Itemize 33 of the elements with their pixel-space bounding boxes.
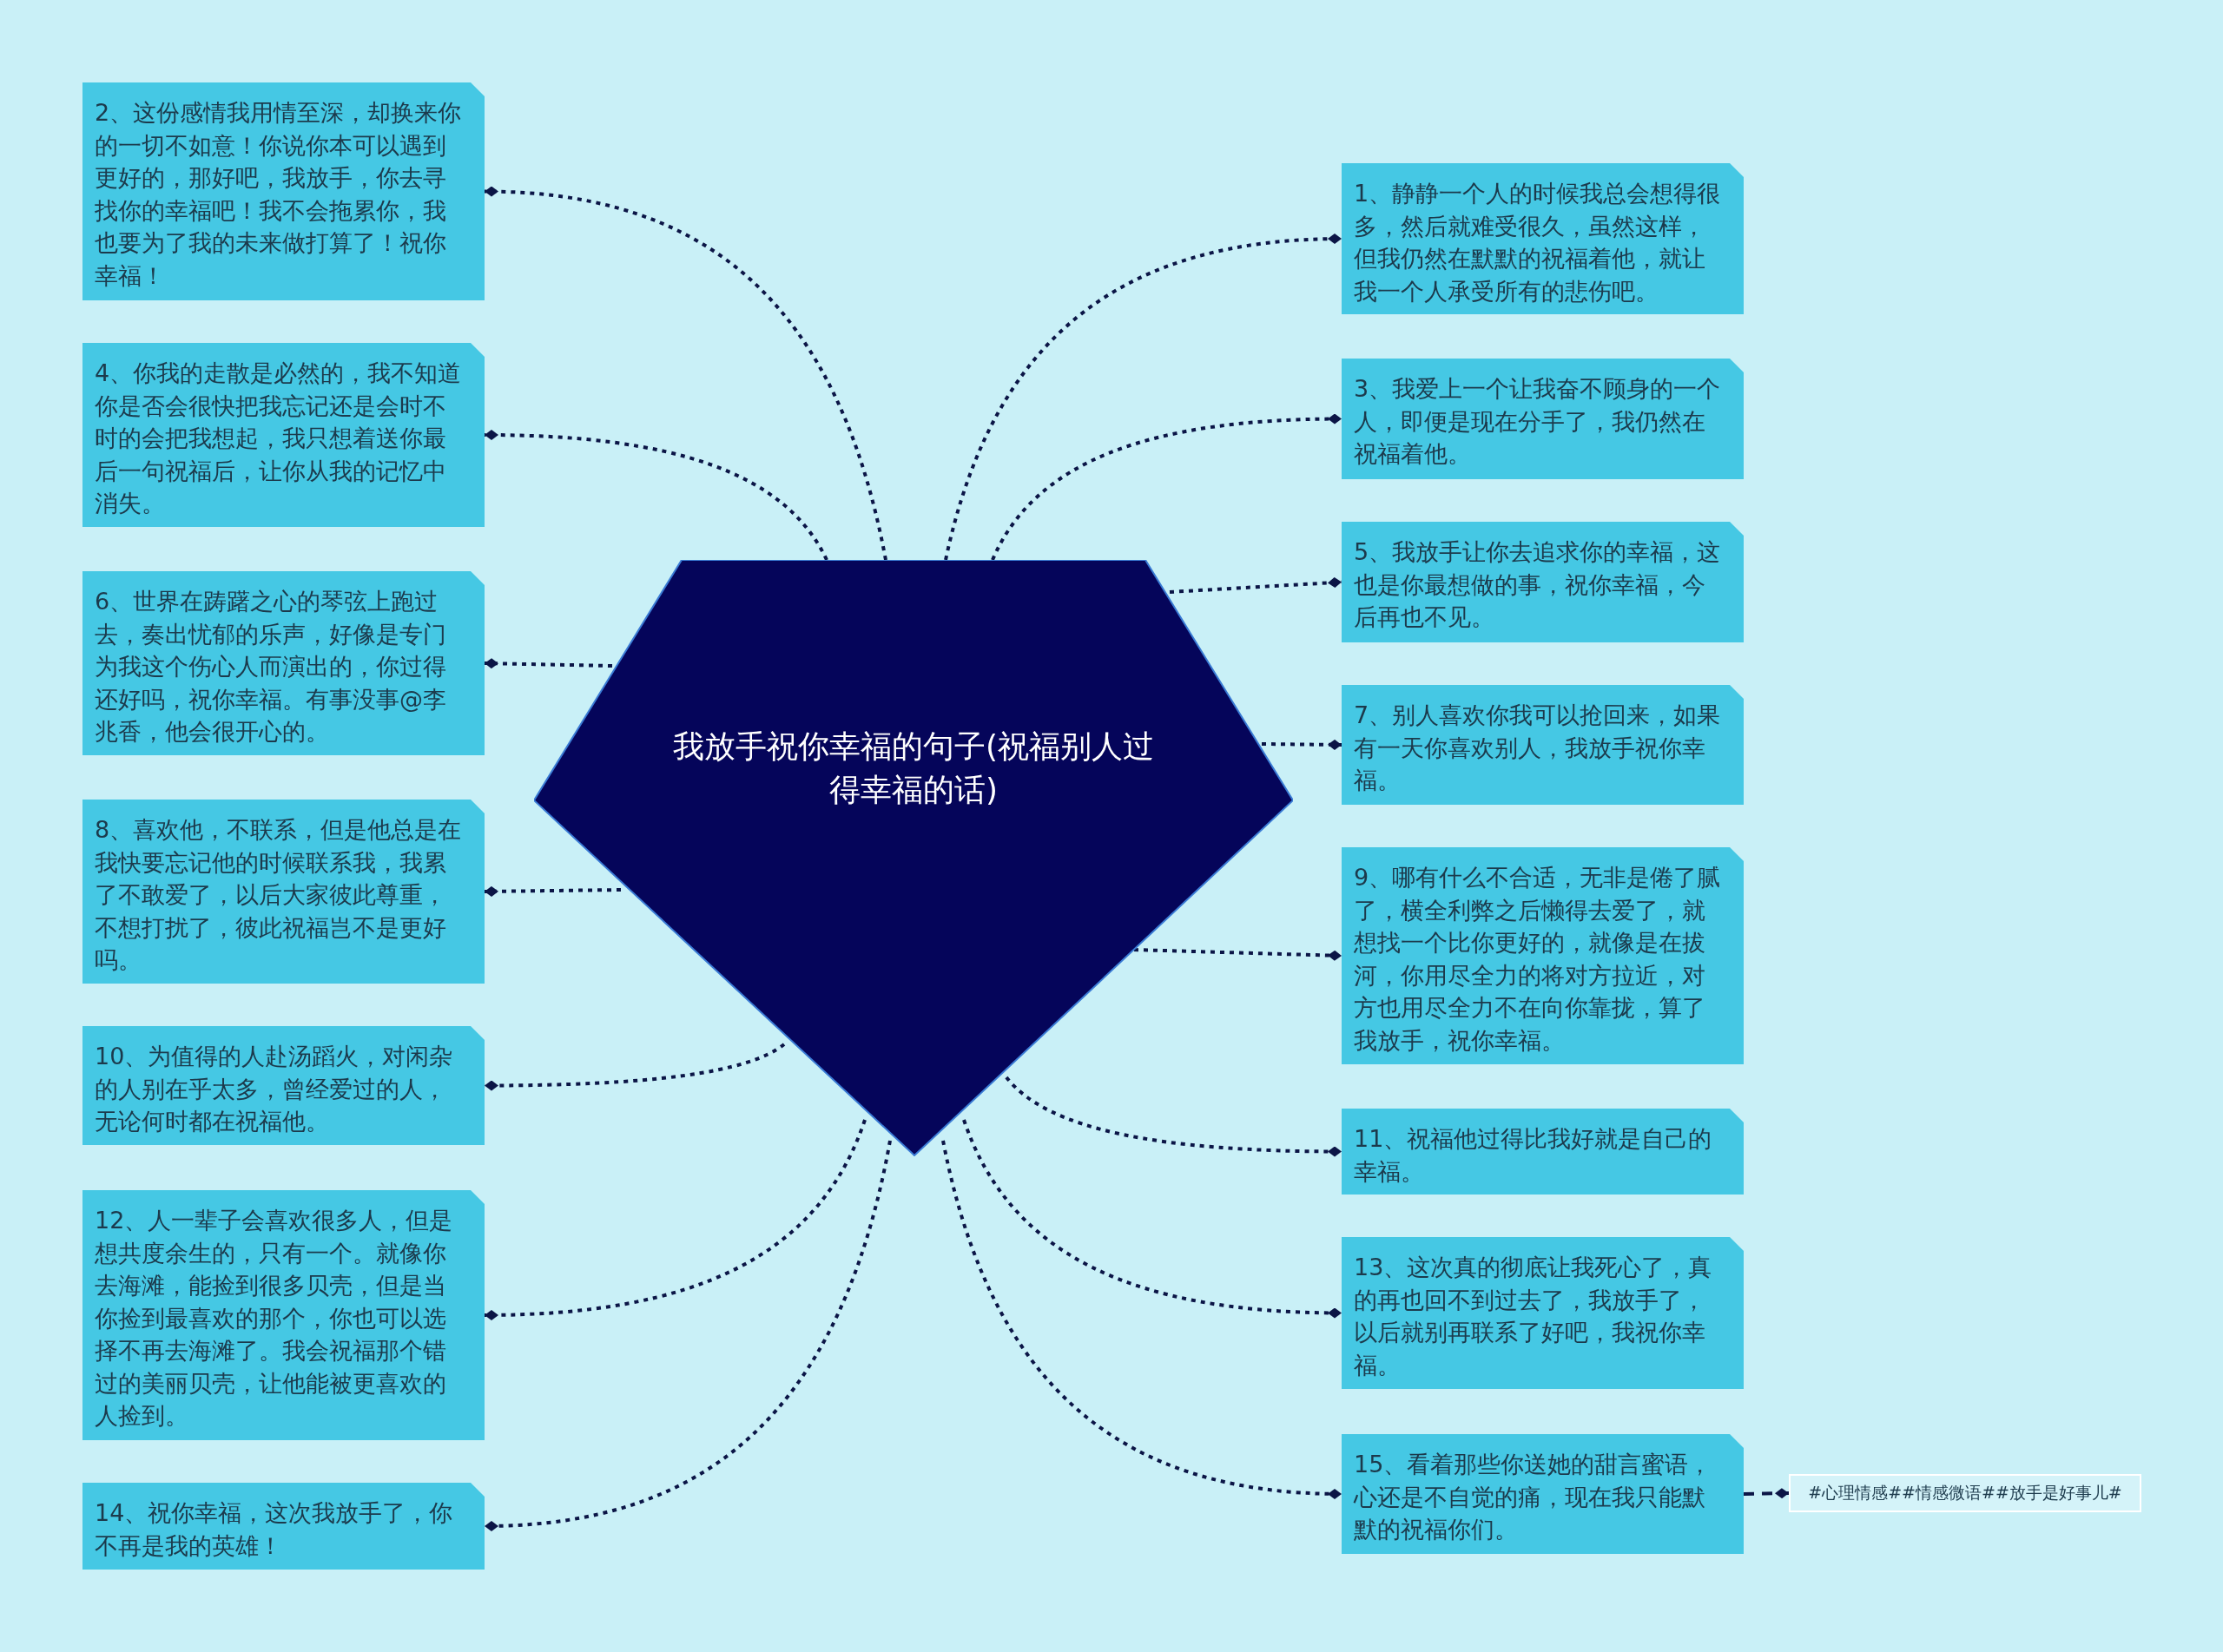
connector bbox=[484, 1140, 892, 1531]
text-box: 3、我爱上一个让我奋不顾身的一个人，即便是现在分手了，我仍然在祝福着他。 bbox=[1342, 359, 1744, 479]
text-box: 15、看着那些你送她的甜言蜜语，心还是不自觉的痛，现在我只能默默的祝福你们。 bbox=[1342, 1434, 1744, 1554]
text-box: 4、你我的走散是必然的，我不知道你是否会很快把我忘记还是会时不时的会把我想起，我只想着送你最后一句祝福后，让你从我的记忆中消失。 bbox=[82, 343, 485, 527]
connector bbox=[962, 1119, 1342, 1319]
connector bbox=[484, 658, 613, 669]
connector bbox=[484, 186, 887, 561]
text-box: 12、人一辈子会喜欢很多人，但是想共度余生的，只有一个。就像你去海滩，能捡到很多贝壳，但是当你捡到最喜欢的那个，你也可以选择不再去海滩了。我会祝福那个错过的美丽贝壳，让他能被更喜欢的人捡到。 bbox=[82, 1190, 485, 1440]
text-box: 11、祝福他过得比我好就是自己的幸福。 bbox=[1342, 1109, 1744, 1195]
connector bbox=[1261, 739, 1342, 750]
connector bbox=[1169, 576, 1342, 594]
text-box: 6、世界在踌躇之心的琴弦上跑过去，奏出忧郁的乐声，好像是专门为我这个伤心人而演出的，你过得还好吗，祝你幸福。有事没事@李兆香，他会很开心的。 bbox=[82, 571, 485, 755]
text-box: 7、别人喜欢你我可以抢回来，如果有一天你喜欢别人，我放手祝你幸福。 bbox=[1342, 685, 1744, 805]
text-box: 8、喜欢他，不联系，但是他总是在我快要忘记他的时候联系我，我累了不敢爱了，以后大家彼此尊重，不想打扰了，彼此祝福岂不是更好吗。 bbox=[82, 800, 485, 984]
connector bbox=[991, 413, 1342, 561]
text-box: 10、为值得的人赴汤蹈火，对闲杂的人别在乎太多，曾经爱过的人，无论何时都在祝福他。 bbox=[82, 1026, 485, 1145]
text-box: 2、这份感情我用情至深，却换来你的一切不如意！你说你本可以遇到更好的，那好吧，我放手，你去寻找你的幸福吧！我不会拖累你，我也要为了我的未来做打算了！祝你幸福！ bbox=[82, 82, 485, 300]
connector bbox=[484, 885, 622, 897]
topic-title: 我放手祝你幸福的句子(祝福别人过得幸福的话) bbox=[671, 727, 1155, 809]
connector bbox=[484, 1119, 867, 1320]
connector bbox=[484, 430, 828, 561]
connector bbox=[1743, 1488, 1790, 1499]
text-box: 13、这次真的彻底让我死心了，真的再也回不到过去了，我放手了，以后就别再联系了好吧，我祝你幸福。 bbox=[1342, 1237, 1744, 1389]
connector bbox=[1133, 948, 1342, 961]
connector bbox=[1005, 1076, 1342, 1157]
connector bbox=[485, 1043, 786, 1091]
text-box: 9、哪有什么不合适，无非是倦了腻了，横全利弊之后懒得去爱了，就想找一个比你更好的，就像是在拔河，你用尽全力的将对方拉近，对方也用尽全力不在向你靠拢，算了我放手，祝你幸福。 bbox=[1342, 847, 1744, 1064]
text-box: 1、静静一个人的时候我总会想得很多，然后就难受很久，虽然这样，但我仍然在默默的祝福着他，就让我一个人承受所有的悲伤吧。 bbox=[1342, 163, 1744, 314]
connector bbox=[941, 1140, 1342, 1499]
tag-box: #心理情感##情感微语##放手是好事儿# bbox=[1789, 1474, 2141, 1512]
connector bbox=[944, 234, 1342, 561]
text-box: 14、祝你幸福，这次我放手了，你不再是我的英雄！ bbox=[82, 1483, 485, 1570]
text-box: 5、我放手让你去追求你的幸福，这也是你最想做的事，祝你幸福，今后再也不见。 bbox=[1342, 522, 1744, 642]
